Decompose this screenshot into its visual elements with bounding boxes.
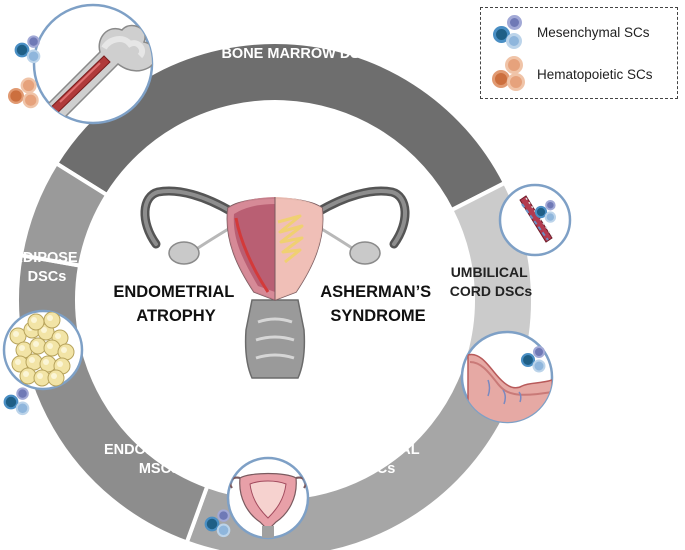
umbilical-vessel-icon [519,195,553,243]
mesenchymal-cell [545,199,556,211]
adipocyte-cluster-icon [9,311,75,387]
hematopoietic-cell [20,77,37,94]
adipocyte-highlight [31,317,37,323]
mesenchymal-cell [27,35,40,48]
label-menstrual: MENSTRUAL DSCs [329,442,424,477]
right-ovary [349,241,381,265]
label-umbilical: UMBILICAL CORD DSCs [450,264,533,299]
uterus-illustration [140,186,410,379]
umbilical-mesenchymal-cluster [534,199,557,223]
mesenchymal-cell [16,387,29,400]
mesenchymal-cell [14,42,30,58]
adipose-mesenchymal-cluster [3,387,30,416]
adipocyte-highlight [57,361,63,367]
adipocyte-highlight [37,373,43,379]
mesenchymal-cell [26,49,41,64]
adipocyte-highlight [33,341,39,347]
legend-item-mesenchymal: Mesenchymal SCs [491,14,650,50]
adipocyte-highlight [47,315,53,321]
hematopoietic-cell [7,87,25,105]
left-ovary [168,241,200,265]
mesenchymal-cell-icon [491,14,535,50]
mesenchymal-cell [532,359,546,373]
endometrial-mesenchymal-cluster [204,509,231,538]
legend: Mesenchymal SCs Hematopoietic SCs [480,7,678,99]
label-endometrial: ENDOMETRIAL MSCs [104,442,214,477]
legend-label-mesenchymal: Mesenchymal SCs [537,24,650,40]
menstrual-mesenchymal-cluster [520,346,546,373]
mesenchymal-cell [216,523,231,538]
adipocyte-highlight [13,331,19,337]
cervix [244,299,306,379]
hematopoietic-cell [22,92,39,109]
adipocyte-highlight [15,359,21,365]
mesenchymal-cell [534,205,548,219]
legend-item-hematopoietic: Hematopoietic SCs [491,56,653,92]
hematopoietic-cell-icon [491,56,535,92]
ring-labels: BONE MARROW DSCs UMBILICAL CORD DSCs MEN… [12,46,532,477]
adipocyte-highlight [47,343,53,349]
thin-endometrium [233,204,275,292]
adipocyte-highlight [23,371,29,377]
mesenchymal-cell [204,516,220,532]
ring-segment-bone-marrow [53,40,508,213]
endometrial-inset [226,456,310,540]
condition-labels: ENDOMETRIAL ATROPHY ASHERMAN’S SYNDROME [113,283,436,325]
adipocyte-highlight [55,333,61,339]
mesenchymal-cell [217,509,230,522]
adipocyte-highlight [61,347,67,353]
bone-marrow-inset [32,3,154,125]
adipocyte-highlight [43,359,49,365]
label-bone-marrow: BONE MARROW DSCs [221,46,378,62]
adipocyte-highlight [19,345,25,351]
mesenchymal-cell [3,394,19,410]
mesenchymal-cell [544,211,557,223]
adipose-inset [2,309,84,391]
label-adipose: ADIPOSE DSCs [12,250,81,285]
mesenchymal-cell [533,346,545,358]
bone-marrow-hematopoietic-cluster [7,77,39,109]
legend-label-hematopoietic: Hematopoietic SCs [537,66,653,82]
intrauterine-adhesions [277,214,304,264]
umbilical-cord-inset [498,183,572,257]
stem-cell-clusters [3,35,557,538]
label-ashermans-syndrome: ASHERMAN’S SYNDROME [320,283,436,325]
label-endometrial-atrophy: ENDOMETRIAL ATROPHY [113,283,238,325]
adipocyte-highlight [51,373,57,379]
bone-marrow-mesenchymal-cluster [14,35,41,64]
mesenchymal-cell [15,401,30,416]
adipocyte-highlight [29,357,35,363]
menstrual-tissue-inset [460,330,554,424]
mesenchymal-cell [520,352,536,368]
ring-segment-adipose [18,160,110,268]
adipocyte-highlight [41,327,47,333]
